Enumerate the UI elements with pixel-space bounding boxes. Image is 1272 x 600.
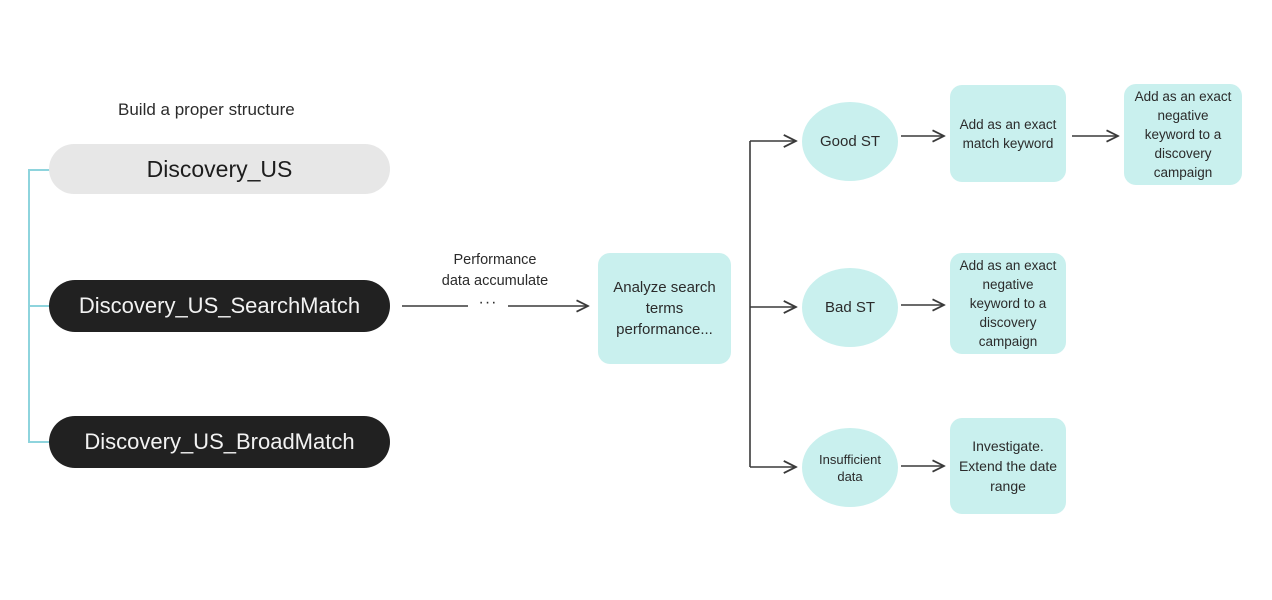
arrow-ellipsis: ··· bbox=[478, 294, 498, 311]
node-action-negative-keyword-good-st[interactable]: Add as an exact negative keyword to a di… bbox=[1124, 84, 1242, 185]
node-outcome-insufficient-data[interactable]: Insufficient data bbox=[802, 428, 898, 507]
node-action-exact-match-keyword[interactable]: Add as an exact match keyword bbox=[950, 85, 1066, 182]
node-action-negative-keyword-bad-st[interactable]: Add as an exact negative keyword to a di… bbox=[950, 253, 1066, 354]
campaign-pill-discovery-us[interactable]: Discovery_US bbox=[49, 144, 390, 194]
performance-label-line1: Performance bbox=[453, 252, 537, 268]
performance-label-line2: data accumulate bbox=[441, 273, 549, 289]
page-title: Build a proper structure bbox=[118, 100, 295, 119]
campaign-pill-search-match[interactable]: Discovery_US_SearchMatch bbox=[49, 280, 390, 332]
node-outcome-good-st[interactable]: Good ST bbox=[802, 102, 898, 181]
node-action-investigate-date-range[interactable]: Investigate. Extend the date range bbox=[950, 418, 1066, 514]
node-analyze-search-terms[interactable]: Analyze search terms performance... bbox=[598, 253, 731, 364]
node-outcome-bad-st[interactable]: Bad ST bbox=[802, 268, 898, 347]
performance-arrow-label: Performance data accumulate bbox=[420, 250, 570, 292]
campaign-pill-broad-match[interactable]: Discovery_US_BroadMatch bbox=[49, 416, 390, 468]
